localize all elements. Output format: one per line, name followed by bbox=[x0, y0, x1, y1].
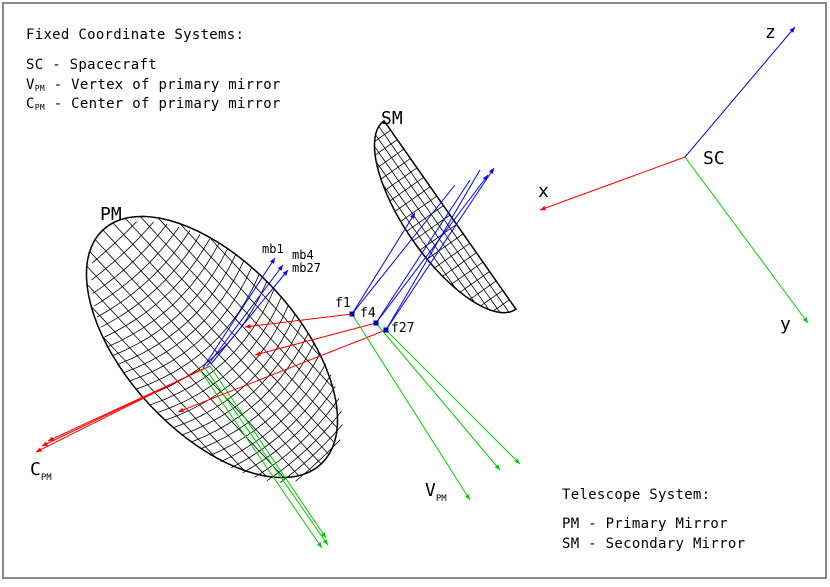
f27-y-axis bbox=[385, 329, 521, 465]
label-pm: PM bbox=[100, 204, 122, 225]
label-mb1: mb1 bbox=[262, 242, 284, 256]
label-c-pm: CPM bbox=[30, 459, 52, 483]
sc-y-axis bbox=[684, 156, 809, 324]
beam-mb4-arrowhead bbox=[277, 265, 283, 271]
primary-mirror-grid-line bbox=[89, 251, 300, 476]
secondary-mirror-grid-line bbox=[374, 129, 391, 142]
label-mb4: mb4 bbox=[292, 248, 314, 262]
primary-mirror-grid-line bbox=[94, 239, 312, 472]
fixed-item-vpm: VPM - Vertex of primary mirror bbox=[26, 77, 281, 93]
secondary-mirror-grid-line bbox=[493, 299, 510, 312]
primary-mirror-grid-line bbox=[102, 229, 322, 465]
primary-mirror-grid-line bbox=[112, 222, 330, 455]
label-mb27: mb27 bbox=[292, 261, 321, 275]
f1-x-axis bbox=[244, 313, 353, 328]
beam-mb27-arrowhead bbox=[282, 270, 288, 276]
f4-z-axis bbox=[375, 174, 489, 324]
primary-mirror-grid-line bbox=[124, 218, 335, 443]
coordinate-axes bbox=[35, 26, 809, 549]
secondary-mirror-grid-line bbox=[375, 134, 501, 313]
cpm-x-axis-2-arrowhead bbox=[42, 441, 48, 446]
primary-mirror-grid-line bbox=[102, 336, 216, 458]
telescope-item-pm: PM - Primary Mirror bbox=[562, 516, 728, 532]
label-sm: SM bbox=[381, 108, 403, 129]
border bbox=[2, 2, 827, 579]
cpm-x-axis-1-arrowhead bbox=[36, 447, 42, 452]
secondary-mirror-grid-line bbox=[377, 148, 405, 168]
f4-x-axis bbox=[254, 322, 377, 356]
label-x: x bbox=[538, 181, 549, 202]
focus-f4-marker bbox=[373, 320, 379, 326]
cpm-y-axis-3 bbox=[209, 365, 327, 539]
primary-mirror-grid-line bbox=[86, 283, 267, 477]
sc-y-axis-arrowhead bbox=[802, 317, 808, 323]
f27-x-axis-arrowhead bbox=[178, 407, 184, 413]
cpm-y-axis-2-arrowhead bbox=[322, 539, 328, 545]
cpm-y-axis-3-arrowhead bbox=[320, 532, 326, 538]
primary-mirror-grid-line bbox=[86, 265, 285, 478]
label-f1: f1 bbox=[335, 296, 351, 311]
cpm-y-axis-1 bbox=[199, 369, 323, 549]
label-z: z bbox=[765, 22, 776, 43]
secondary-mirror-grid-line bbox=[469, 280, 497, 300]
sc-x-axis-arrowhead bbox=[540, 205, 546, 211]
primary-mirror-grid-line bbox=[139, 216, 338, 429]
secondary-mirror-outline bbox=[373, 119, 518, 314]
secondary-mirror-grid-line bbox=[375, 161, 475, 303]
focus-f27-marker bbox=[383, 327, 389, 333]
cpm-y-axis-2 bbox=[204, 367, 329, 546]
label-y: y bbox=[780, 314, 791, 335]
fixed-item-sc: SC - Spacecraft bbox=[26, 57, 157, 73]
telescope-title: Telescope System: bbox=[562, 487, 711, 503]
mirror-meshes bbox=[85, 119, 518, 483]
fixed-item-cpm: CPM - Center of primary mirror bbox=[26, 96, 281, 112]
sc-x-axis bbox=[539, 156, 686, 211]
f1-x-axis-arrowhead bbox=[245, 324, 251, 329]
primary-mirror-outline bbox=[85, 215, 339, 479]
secondary-mirror-grid-line bbox=[394, 186, 431, 212]
beam-mb27 bbox=[210, 269, 289, 365]
f1-z-axis bbox=[351, 212, 416, 315]
secondary-mirror-grid-line bbox=[374, 146, 490, 310]
f4-sm-ray bbox=[375, 179, 471, 324]
f27-z-axis bbox=[385, 167, 495, 331]
f4-x-axis-arrowhead bbox=[255, 351, 261, 356]
secondary-mirror-grid-line bbox=[434, 242, 471, 269]
f1-z-axis-arrowhead bbox=[410, 213, 415, 219]
f27-z-axis-arrowhead bbox=[488, 168, 494, 174]
f27-y-axis-arrowhead bbox=[514, 458, 520, 464]
telescope-item-sm: SM - Secondary Mirror bbox=[562, 536, 746, 552]
primary-mirror-grid-line bbox=[157, 217, 338, 411]
cpm-x-axis-3 bbox=[47, 365, 211, 442]
beam-mb1-arrowhead bbox=[270, 258, 275, 264]
label-v-pm: VPM bbox=[425, 480, 447, 504]
secondary-mirror-grid-line bbox=[382, 184, 457, 289]
label-f27: f27 bbox=[391, 321, 414, 336]
f1-y-axis-arrowhead bbox=[465, 494, 470, 500]
beam-mb4 bbox=[206, 264, 284, 367]
primary-mirror-grid-line bbox=[90, 306, 245, 471]
beam-mb1 bbox=[202, 257, 276, 369]
label-sc: SC bbox=[703, 148, 725, 169]
secondary-mirror-grid-line bbox=[384, 167, 418, 191]
f1-sm-ray bbox=[351, 184, 456, 315]
cpm-x-axis-3-arrowhead bbox=[48, 436, 54, 441]
focus-f1-marker bbox=[349, 311, 355, 317]
f27-x-axis bbox=[177, 329, 387, 413]
fixed-systems-title: Fixed Coordinate Systems: bbox=[26, 27, 245, 43]
secondary-mirror-grid-line bbox=[389, 176, 424, 202]
f27-sm-ray bbox=[385, 169, 481, 331]
secondary-mirror-grid-line bbox=[450, 261, 484, 285]
f4-y-axis bbox=[375, 322, 501, 471]
primary-mirror-grid-line bbox=[179, 223, 334, 388]
label-f4: f4 bbox=[360, 306, 376, 321]
cpm-y-axis-1-arrowhead bbox=[316, 542, 322, 548]
sc-z-axis bbox=[684, 26, 796, 158]
sc-z-axis-arrowhead bbox=[789, 27, 795, 33]
f4-y-axis-arrowhead bbox=[494, 464, 500, 470]
f1-y-axis bbox=[351, 313, 471, 501]
secondary-mirror-grid-line bbox=[442, 252, 477, 277]
